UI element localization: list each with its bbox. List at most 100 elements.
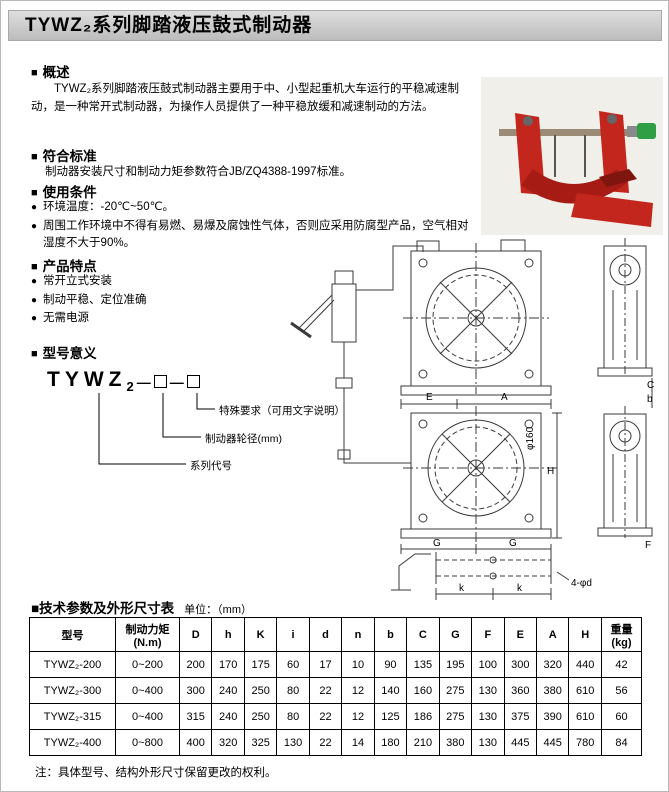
table-section-heading: ■技术参数及外形尺寸表单位：（mm） xyxy=(31,597,252,617)
param-cell: 100 xyxy=(471,651,505,678)
model-box-special-requirement xyxy=(186,375,200,389)
param-cell: 250 xyxy=(243,677,278,704)
black-square-icon: ■ xyxy=(31,601,40,616)
column-header: H xyxy=(568,617,602,652)
list-item: ●制动平稳、定位准确 xyxy=(31,292,261,310)
column-header: n xyxy=(341,617,375,652)
param-cell: 300 xyxy=(178,677,213,704)
dim-label-phi: φ160 xyxy=(525,426,536,450)
dim-label-k2: k xyxy=(517,583,523,594)
dim-label-b: b xyxy=(647,394,653,405)
param-cell: 315 xyxy=(178,703,213,730)
dim-label-E: E xyxy=(426,392,433,403)
side-view-bottom-drawing xyxy=(597,406,653,538)
model-code-subscript: 2 xyxy=(126,379,134,395)
param-cell: 17 xyxy=(308,651,343,678)
dash-glyph: — xyxy=(136,373,151,390)
bullet-dot-icon: ● xyxy=(31,202,38,213)
param-cell: 0~800 xyxy=(115,729,180,756)
black-square-icon: ■ xyxy=(31,348,38,360)
model-code-text: TYWZ2 xyxy=(47,368,134,395)
technical-drawings: E A C b H G G F k k 4-φd φ160 xyxy=(290,238,654,600)
model-connector-lines xyxy=(98,393,215,465)
param-cell: 170 xyxy=(211,651,245,678)
page-title: TYWZ₂系列脚踏液压鼓式制动器 xyxy=(8,10,662,41)
features-list: ●常开立式安装 ●制动平稳、定位准确 ●无需电源 xyxy=(31,273,261,329)
front-view-top-drawing xyxy=(400,239,552,409)
condition-text: 环境温度：-20℃~50℃。 xyxy=(43,201,175,213)
dim-label-k1: k xyxy=(459,583,465,594)
dim-label-A: A xyxy=(501,392,508,403)
param-cell: 610 xyxy=(568,677,602,704)
dim-label-holes: 4-φd xyxy=(571,578,592,589)
column-header: G xyxy=(438,617,473,652)
model-box-wheel-diameter xyxy=(153,375,167,389)
heading-text: 型号意义 xyxy=(42,346,97,361)
param-cell: 210 xyxy=(406,729,440,756)
heading-text: 产品特点 xyxy=(42,259,97,274)
dash-glyph: — xyxy=(169,373,184,390)
param-cell: 610 xyxy=(568,703,602,730)
param-cell: 320 xyxy=(535,651,570,678)
param-cell: 440 xyxy=(568,651,602,678)
dim-label-G2: G xyxy=(509,538,517,549)
param-cell: 320 xyxy=(211,729,245,756)
list-item: ●无需电源 xyxy=(31,310,261,328)
param-cell: 56 xyxy=(601,677,642,704)
model-code-row: TYWZ2—— xyxy=(47,368,200,394)
param-cell: 195 xyxy=(438,651,473,678)
param-cell: 240 xyxy=(211,677,245,704)
dim-label-H: H xyxy=(547,466,554,477)
black-square-icon: ■ xyxy=(31,151,38,163)
param-cell: 445 xyxy=(535,729,570,756)
param-cell: 90 xyxy=(373,651,408,678)
param-cell: 22 xyxy=(308,729,343,756)
param-cell: 390 xyxy=(535,703,570,730)
condition-text: 周围工作环境中不得有易燃、易爆及腐蚀性气体，否则应采用防腐型产品，空气相对湿度不… xyxy=(43,219,469,250)
param-cell: 22 xyxy=(308,703,343,730)
param-cell: 80 xyxy=(276,703,310,730)
model-cell: TYWZ₂-300 xyxy=(29,677,116,704)
model-label-wheel-diameter: 制动器轮径(mm) xyxy=(205,433,282,445)
param-cell: 275 xyxy=(438,703,473,730)
dim-label-F: F xyxy=(645,540,651,551)
section-heading-standards: ■符合标准 xyxy=(31,145,97,165)
model-cell: TYWZ₂-400 xyxy=(29,729,116,756)
model-cell: TYWZ₂-200 xyxy=(29,651,116,678)
model-cell: TYWZ₂-315 xyxy=(29,703,116,730)
param-cell: 380 xyxy=(535,677,570,704)
param-cell: 42 xyxy=(601,651,642,678)
base-plan-drawing xyxy=(391,552,570,600)
param-cell: 200 xyxy=(178,651,213,678)
param-cell: 250 xyxy=(243,703,278,730)
section-heading-conditions: ■使用条件 xyxy=(31,181,97,201)
column-header: F xyxy=(471,617,505,652)
heading-text: 概述 xyxy=(42,65,70,80)
bullet-dot-icon: ● xyxy=(31,294,38,306)
product-photo xyxy=(481,77,663,235)
feature-text: 无需电源 xyxy=(43,312,90,324)
section-heading-overview: ■概述 xyxy=(31,61,70,81)
column-header: E xyxy=(503,617,537,652)
list-item: ●周围工作环境中不得有易燃、易爆及腐蚀性气体，否则应采用防腐型产品，空气相对湿度… xyxy=(31,218,479,253)
param-cell: 60 xyxy=(276,651,310,678)
param-cell: 0~200 xyxy=(115,651,180,678)
param-cell: 130 xyxy=(471,677,505,704)
column-header: 制动力矩(N.m) xyxy=(115,617,180,652)
heading-text: 使用条件 xyxy=(42,185,97,200)
list-item: ● 环境温度：-20℃~50℃。 xyxy=(31,199,479,217)
column-header: h xyxy=(211,617,245,652)
bullet-dot-icon: ● xyxy=(31,276,38,287)
param-cell: 0~400 xyxy=(115,677,180,704)
param-cell: 125 xyxy=(373,703,408,730)
column-header: d xyxy=(308,617,343,652)
param-cell: 60 xyxy=(601,703,642,730)
section-heading-features: ■产品特点 xyxy=(31,255,97,275)
side-view-top-drawing xyxy=(597,238,653,408)
param-cell: 275 xyxy=(438,677,473,704)
